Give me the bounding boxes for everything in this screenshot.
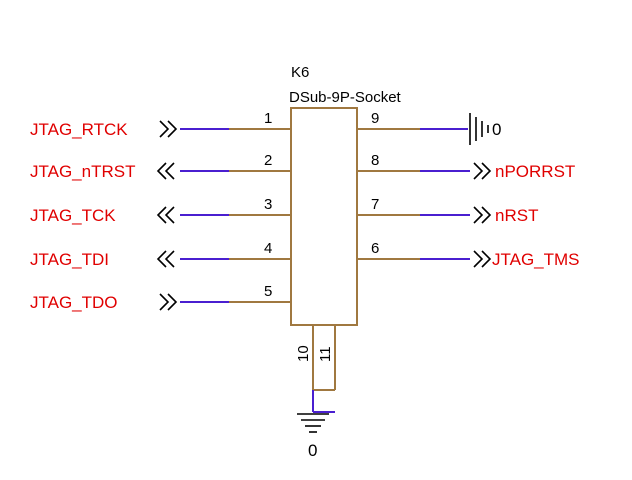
port-arrow-out-icon: [156, 250, 167, 268]
component-value: DSub-9P-Socket: [289, 89, 402, 106]
pin-11-number: 11: [317, 346, 334, 362]
net-label-jtag-ntrst: JTAG_nTRST: [30, 162, 135, 181]
port-arrow-out-icon: [481, 206, 492, 224]
ground-icon: [469, 113, 489, 145]
port-arrow-out-icon: [473, 162, 484, 180]
port-arrow-out-icon: [156, 206, 167, 224]
pin-6-group: 6 JTAG_TMS: [357, 240, 580, 269]
net-label-jtag-tck: JTAG_TCK: [30, 206, 116, 225]
net-label-jtag-tms: JTAG_TMS: [492, 250, 580, 269]
port-arrow-out-icon: [164, 206, 175, 224]
ground-net-label: 0: [492, 120, 501, 139]
pin-7-number: 7: [371, 196, 379, 213]
port-arrow-out-icon: [164, 250, 175, 268]
net-label-jtag-rtck: JTAG_RTCK: [30, 120, 128, 139]
pin-3-number: 3: [264, 196, 272, 213]
pin-7-group: 7 nRST: [357, 196, 538, 225]
port-arrow-in-icon: [167, 120, 178, 138]
pin-9-number: 9: [371, 110, 379, 127]
port-arrow-out-icon: [156, 162, 167, 180]
port-arrow-out-icon: [481, 250, 492, 268]
pin-6-number: 6: [371, 240, 379, 257]
net-label-nrst: nRST: [495, 206, 538, 225]
pin-5-group: 5 JTAG_TDO: [30, 283, 291, 312]
component-reference: K6: [291, 64, 309, 81]
pin-8-group: 8 nPORRST: [357, 152, 575, 181]
bottom-pins-group: 10 11 0: [295, 325, 336, 460]
port-arrow-out-icon: [473, 206, 484, 224]
port-arrow-in-icon: [159, 293, 170, 311]
pin-10-number: 10: [295, 345, 312, 362]
port-arrow-out-icon: [481, 162, 492, 180]
port-arrow-out-icon: [473, 250, 484, 268]
pin-4-group: 4 JTAG_TDI: [30, 240, 291, 269]
connector-body: [290, 107, 358, 326]
port-arrow-in-icon: [159, 120, 170, 138]
net-label-jtag-tdo: JTAG_TDO: [30, 293, 118, 312]
pin-1-group: 1 JTAG_RTCK: [30, 110, 291, 139]
pin-8-number: 8: [371, 152, 379, 169]
pin-5-number: 5: [264, 283, 272, 300]
pin-9-group: 9 0: [357, 110, 501, 145]
net-label-jtag-tdi: JTAG_TDI: [30, 250, 109, 269]
pin-2-group: 2 JTAG_nTRST: [30, 152, 291, 181]
pin-2-number: 2: [264, 152, 272, 169]
net-label-nporrst: nPORRST: [495, 162, 575, 181]
pin-4-number: 4: [264, 240, 272, 257]
port-arrow-in-icon: [167, 293, 178, 311]
port-arrow-out-icon: [164, 162, 175, 180]
ground-icon: [297, 413, 329, 433]
pin-1-number: 1: [264, 110, 272, 127]
pin-3-group: 3 JTAG_TCK: [30, 196, 291, 225]
bottom-ground-net-label: 0: [308, 441, 317, 460]
